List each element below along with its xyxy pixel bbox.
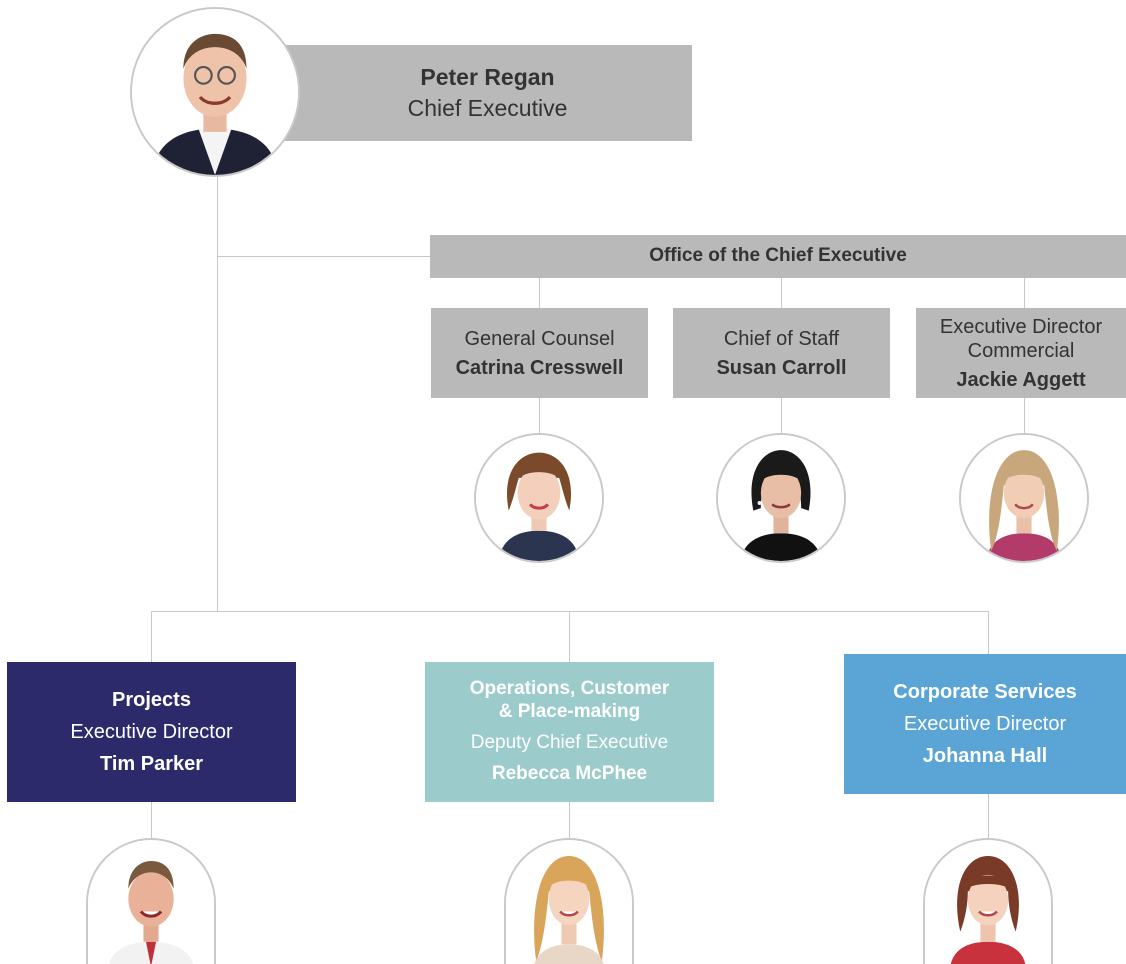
connector-division-photo-3 <box>988 794 989 838</box>
division-card-3: Corporate Services Executive Director Jo… <box>844 654 1126 794</box>
office-member-card-3: Executive Director Commercial Jackie Agg… <box>916 308 1126 398</box>
ceo-portrait <box>132 9 298 175</box>
connector-member-photo-1 <box>539 398 540 434</box>
ceo-photo <box>130 7 300 177</box>
office-member-name: Catrina Cresswell <box>455 356 624 379</box>
connector-office-member-3 <box>1024 278 1025 308</box>
division-name: Projects <box>112 689 191 711</box>
connector-division-2 <box>569 611 570 662</box>
connector-member-photo-2 <box>781 398 782 438</box>
connector-ceo-trunk <box>217 177 218 611</box>
office-member-photo-1 <box>474 433 604 563</box>
office-member-photo-3 <box>959 433 1089 563</box>
connector-division-photo-1 <box>151 802 152 838</box>
division-name-cont: & Place-making <box>498 701 641 723</box>
division-role: Executive Director <box>903 713 1067 735</box>
division-role: Executive Director <box>70 721 233 743</box>
division-head-name: Rebecca McPhee <box>491 762 648 784</box>
division-name: Operations, Customer <box>469 678 670 700</box>
office-member-role: Chief of Staff <box>723 327 840 350</box>
office-member-name: Susan Carroll <box>716 356 847 379</box>
division-photo-1 <box>86 838 216 964</box>
office-member-card-1: General Counsel Catrina Cresswell <box>431 308 648 398</box>
division-photo-3 <box>923 838 1053 964</box>
office-member-role: General Counsel <box>464 327 615 350</box>
portrait <box>506 840 632 964</box>
portrait <box>476 435 602 561</box>
connector-divisions-bar <box>151 611 989 612</box>
portrait <box>925 840 1051 964</box>
connector-division-3 <box>988 611 989 654</box>
office-heading: Office of the Chief Executive <box>649 245 907 267</box>
division-role: Deputy Chief Executive <box>470 732 669 753</box>
office-member-name: Jackie Aggett <box>956 368 1086 391</box>
division-card-2: Operations, Customer & Place-making Depu… <box>425 662 714 802</box>
division-card-1: Projects Executive Director Tim Parker <box>7 662 296 802</box>
portrait <box>718 435 844 561</box>
division-head-name: Tim Parker <box>99 753 204 775</box>
division-head-name: Johanna Hall <box>922 745 1048 767</box>
office-member-photo-2 <box>716 433 846 563</box>
connector-division-photo-2 <box>569 802 570 838</box>
connector-office-member-2 <box>781 278 782 308</box>
division-name: Corporate Services <box>893 681 1077 703</box>
office-member-role-cont: Commercial <box>967 339 1075 362</box>
office-member-card-2: Chief of Staff Susan Carroll <box>673 308 890 398</box>
portrait <box>88 840 214 964</box>
ceo-title: Chief Executive <box>407 94 568 121</box>
connector-office-branch <box>217 256 430 257</box>
ceo-name: Peter Regan <box>420 63 555 90</box>
connector-member-photo-3 <box>1024 398 1025 434</box>
office-member-role: Executive Director <box>939 315 1103 338</box>
connector-office-member-1 <box>539 278 540 308</box>
connector-division-1 <box>151 611 152 662</box>
portrait <box>961 435 1087 561</box>
division-photo-2 <box>504 838 634 964</box>
ceo-box: Peter Regan Chief Executive <box>283 45 692 141</box>
office-heading-box: Office of the Chief Executive <box>430 235 1126 278</box>
